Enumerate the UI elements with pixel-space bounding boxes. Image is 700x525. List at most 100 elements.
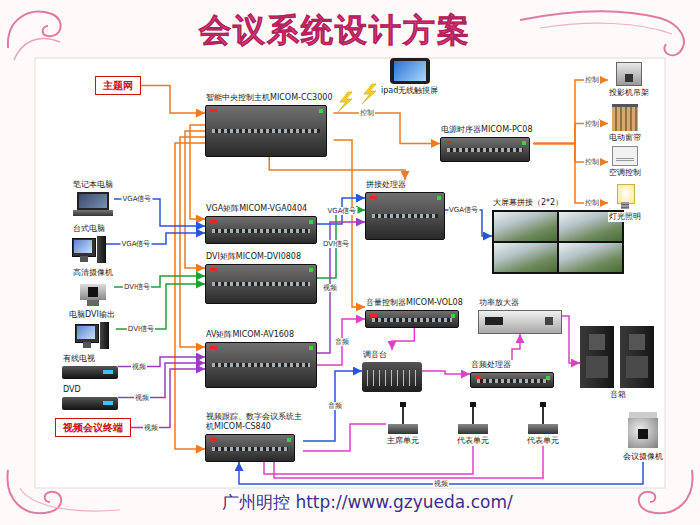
signal-label: 控制 (584, 199, 600, 207)
pc-tower (97, 236, 106, 263)
signal-connector (317, 210, 365, 278)
ac-device: 空调控制 (608, 146, 642, 178)
signal-connector (274, 446, 543, 478)
node-label: 电源时序器MICOM-PC08 (440, 125, 534, 135)
rack-device: 音量控制器MICOM-VOL08 (365, 298, 464, 328)
signal-connector (118, 363, 205, 398)
brand-led (210, 346, 217, 349)
front-panel-strip (212, 229, 310, 233)
wall-illustration (492, 210, 624, 274)
rack-device: 智能中央控制主机MICOM-CC3000 (205, 93, 333, 157)
red-text-box: 主题网 (95, 76, 141, 95)
signal-label: VGA信号 (326, 207, 357, 215)
laptop-device: 笔记本电脑 (72, 180, 114, 218)
rack-ear (309, 268, 313, 272)
signal-connector (118, 357, 205, 367)
rack-device: 音频处理器 (470, 360, 554, 388)
rack-device: 拼接处理器 (365, 180, 445, 240)
signal-connector (445, 210, 492, 236)
signal-connector (512, 334, 520, 360)
front-panel-strip (372, 318, 452, 322)
front-panel-strip (212, 447, 288, 451)
node-label: 视频会议终端 (62, 421, 124, 434)
mic-base (528, 424, 558, 434)
signal-connector (303, 424, 386, 451)
rack-illustration (205, 216, 317, 244)
signal-label: VGA信号 (120, 240, 151, 248)
stb-display (103, 370, 113, 374)
front-panel-strip (447, 148, 523, 152)
projector-lens (625, 74, 633, 82)
node-label: 电动窗帘 (608, 133, 642, 143)
video-wall-tile (559, 243, 622, 272)
wireless-bolt (362, 84, 376, 104)
speaker-cone (586, 356, 608, 378)
brand-led (370, 196, 377, 199)
spk-illustration (580, 326, 656, 388)
signal-connector (392, 328, 414, 350)
tablet-screen (394, 61, 426, 81)
camera-lens (88, 287, 98, 297)
red-text-box: 视频会议终端 (55, 418, 131, 437)
ac-vent (616, 158, 634, 162)
front-panel-strip (372, 214, 438, 218)
amp-knob (545, 317, 553, 325)
node-label: ipad无线触摸屏 (380, 86, 439, 96)
brand-led (210, 268, 217, 271)
signal-connector (185, 131, 205, 268)
rack-device: 视频跟踪、数字会议系统主机MICOM-CS840 (205, 412, 303, 462)
signal-label: DVI信号 (123, 283, 151, 291)
node-label: 音量控制器MICOM-VOL08 (365, 298, 464, 308)
node-label: 代表单元 (456, 436, 490, 446)
pc-tower (100, 322, 109, 349)
front-panel-strip (212, 282, 310, 286)
rack-device: DVI矩阵MICOM-DVI0808 (205, 252, 317, 304)
amp-illustration (478, 310, 562, 334)
front-panel-strip (477, 379, 547, 383)
rack-illustration (365, 310, 459, 328)
signal-connector (333, 113, 440, 144)
speaker-cone (626, 356, 648, 378)
signal-connector (264, 446, 473, 474)
signal-label: 视频 (134, 394, 150, 402)
cam-illustration (78, 280, 108, 306)
signal-label: VGA信号 (121, 195, 152, 203)
curtain-device: 电动窗帘 (608, 104, 642, 143)
mixer-faders (367, 370, 417, 386)
signal-connector (190, 125, 205, 219)
mic-illustration (388, 402, 418, 434)
signal-label: 视频 (131, 363, 147, 371)
pc-stand (80, 256, 88, 262)
rack-illustration (440, 137, 530, 162)
mic-head (540, 402, 546, 407)
laptop-illustration (73, 192, 113, 218)
laptop-base (73, 210, 113, 216)
diagram-title: 会议系统设计方案 (140, 10, 530, 50)
spk-device: 音箱 (580, 326, 656, 400)
node-label: 大屏幕拼接（2*2） (492, 198, 564, 208)
mic-head (470, 402, 476, 407)
rack-ear (319, 109, 323, 113)
signal-connector (116, 284, 205, 329)
speaker-cabinet (620, 326, 654, 388)
mic-head (400, 402, 406, 407)
brand-led (445, 141, 452, 144)
rack-illustration (365, 192, 445, 240)
stb-illustration (62, 366, 118, 379)
dome-illustration (625, 412, 661, 450)
dome-lens (638, 429, 648, 439)
signal-connector (534, 80, 608, 144)
brand-led (210, 220, 217, 223)
speaker-cabinet (580, 326, 614, 388)
amp-meter (485, 317, 503, 325)
rack-device: 电源时序器MICOM-PC08 (440, 125, 534, 162)
rack-ear (309, 220, 313, 224)
signal-connector (534, 124, 608, 144)
curtain-illustration (612, 104, 638, 131)
node-label: 音箱 (609, 390, 627, 400)
connector-group (106, 80, 643, 484)
front-panel-strip (212, 129, 320, 133)
mic-illustration (458, 402, 488, 434)
signal-connector (317, 319, 365, 365)
pc-display (77, 326, 95, 339)
